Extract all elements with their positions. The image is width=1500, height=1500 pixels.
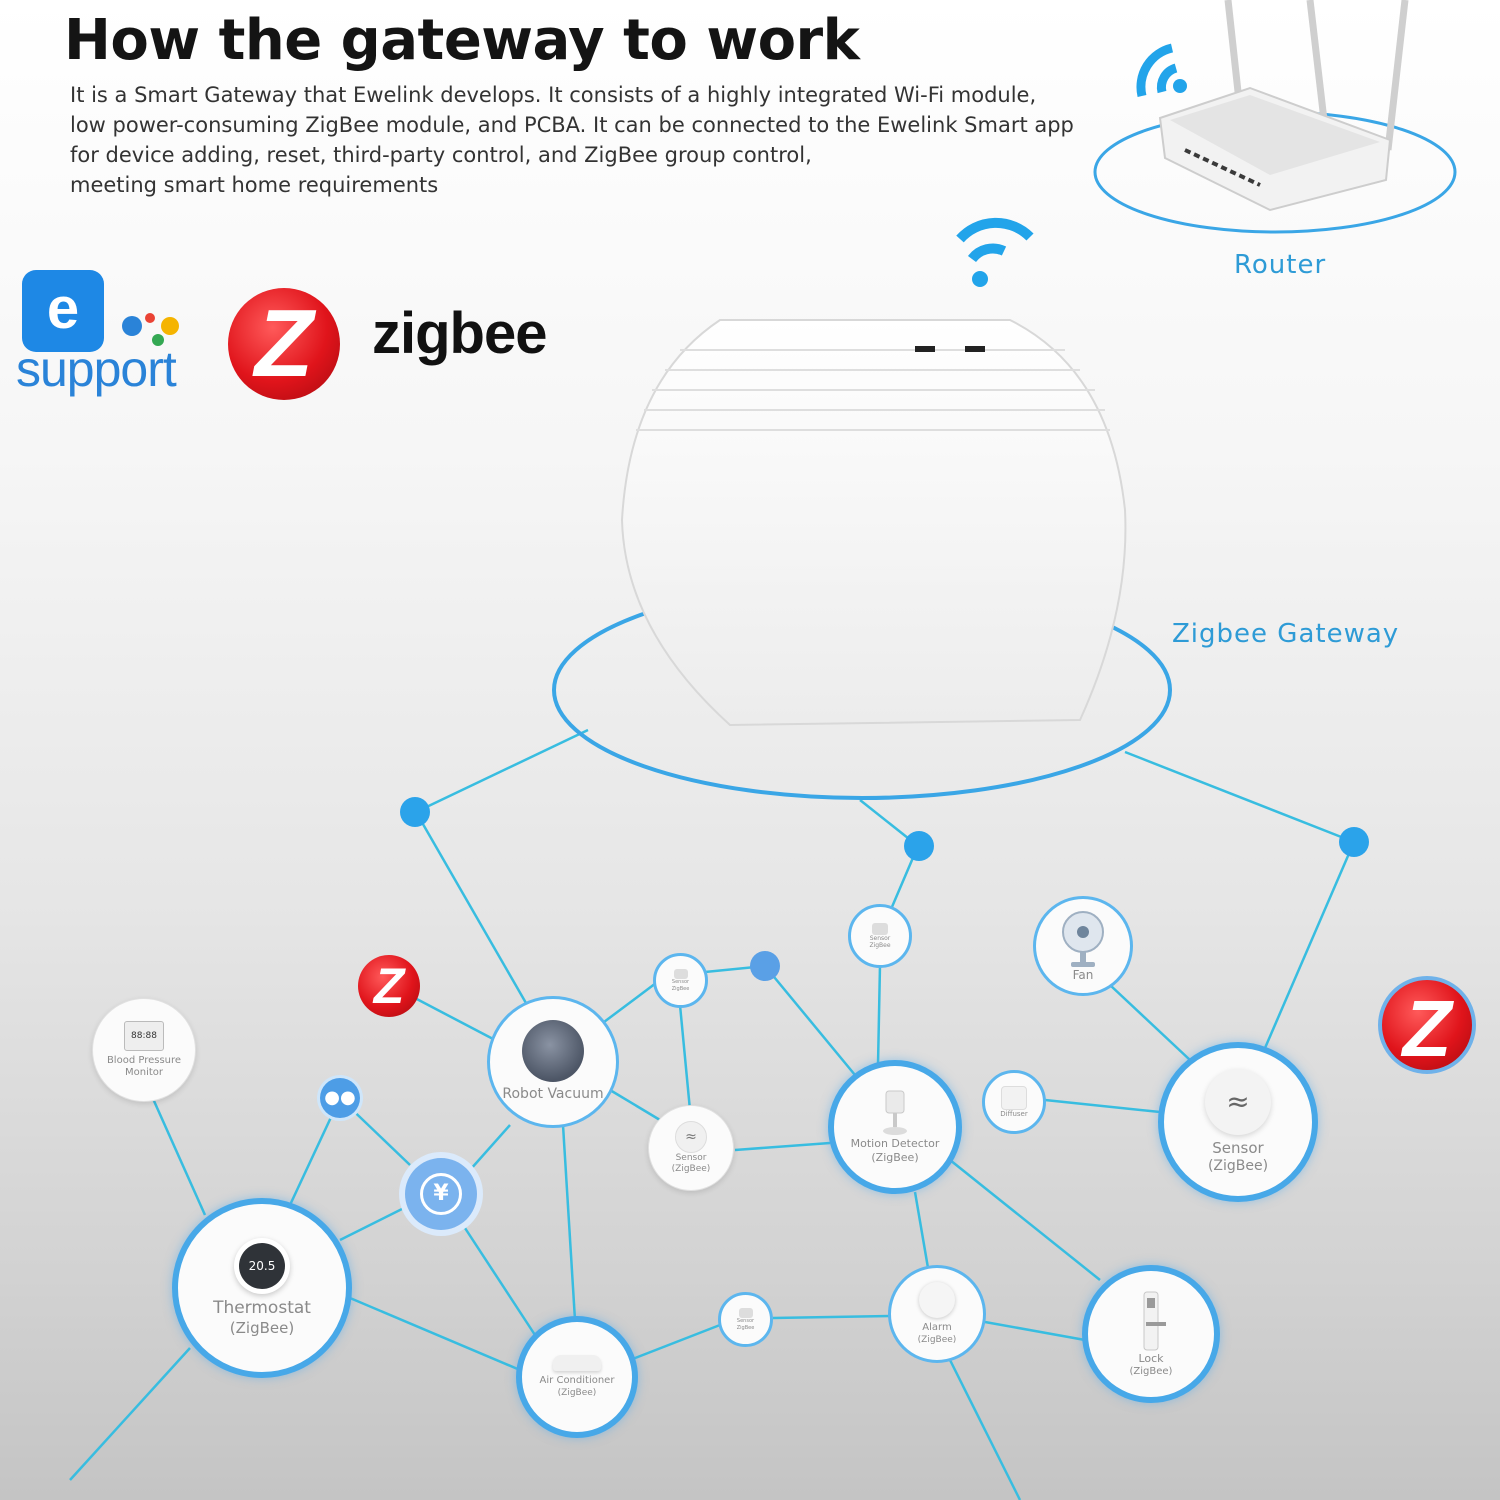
device-robot-vacuum[interactable]: Robot Vacuum (487, 996, 619, 1128)
yen-icon: ¥ (420, 1173, 462, 1215)
device-diffuser[interactable]: Diffuser (982, 1070, 1046, 1134)
users-icon: ●● (320, 1078, 360, 1118)
device-label: Diffuser (1000, 1109, 1028, 1118)
device-sensor-tiny[interactable]: Sensor ZigBee (653, 953, 708, 1008)
device-sensor[interactable]: ≈ Sensor (ZigBee) (648, 1105, 734, 1191)
network-node-dot (904, 831, 934, 861)
device-label: (ZigBee) (871, 1151, 919, 1164)
device-label: Lock (1138, 1351, 1164, 1365)
intro-line: It is a Smart Gateway that Ewelink devel… (70, 83, 1037, 107)
device-label: Fan (1072, 967, 1094, 982)
zigbee-logo-badge: Z (228, 288, 340, 400)
device-sensor-tiny[interactable]: Sensor ZigBee (848, 904, 912, 968)
page-title: How the gateway to work (64, 8, 860, 73)
support-logo-text: support (16, 341, 177, 397)
zigbee-logo-text: zigbee (372, 301, 547, 366)
device-fan[interactable]: Fan (1033, 896, 1133, 996)
network-node-dot (400, 797, 430, 827)
device-blood-pressure-monitor[interactable]: 88:88 Blood Pressure Monitor (92, 998, 196, 1102)
robot-vacuum-icon (522, 1020, 584, 1083)
device-label: Air Conditioner (539, 1375, 615, 1387)
device-label: Alarm (922, 1322, 952, 1334)
device-label: (ZigBee) (671, 1164, 711, 1174)
device-motion-detector[interactable]: Motion Detector (ZigBee) (828, 1060, 962, 1194)
thermostat-display: 20.5 (239, 1243, 285, 1289)
device-label: Sensor (1212, 1138, 1264, 1157)
intro-line: low power-consuming ZigBee module, and P… (70, 113, 1074, 137)
ewelink-logo-letter: e (46, 276, 80, 341)
router-label: Router (1234, 250, 1327, 280)
device-label: Robot Vacuum (502, 1086, 604, 1103)
ewelink-logo (22, 270, 104, 352)
device-label: (ZigBee) (557, 1387, 597, 1398)
monitor-screen: 88:88 (124, 1020, 164, 1051)
sensor-icon (673, 969, 688, 980)
network-node-dot (750, 951, 780, 981)
gateway-label: Zigbee Gateway (1172, 619, 1400, 649)
fan-icon (1062, 910, 1104, 967)
device-air-conditioner[interactable]: Air Conditioner (ZigBee) (516, 1316, 638, 1438)
device-label: Blood Pressure (106, 1054, 182, 1066)
intro-line: meeting smart home requirements (70, 173, 439, 197)
wifi-icon (1136, 43, 1187, 98)
intro-paragraph: It is a Smart Gateway that Ewelink devel… (70, 80, 1080, 200)
diffuser-icon (1001, 1085, 1027, 1110)
device-label: Sensor (675, 1152, 707, 1163)
lock-icon (1143, 1291, 1166, 1351)
device-label: Motion Detector (850, 1137, 940, 1151)
device-label: Sensor (869, 934, 891, 942)
device-label: Sensor (671, 979, 690, 986)
device-thermostat[interactable]: 20.5 Thermostat (ZigBee) (172, 1198, 352, 1378)
sensor-icon: ≈ (675, 1120, 707, 1153)
device-label: (ZigBee) (1129, 1365, 1173, 1377)
device-label: (ZigBee) (917, 1334, 957, 1345)
zigbee-badge: Z (358, 955, 420, 1017)
device-lock[interactable]: Lock (ZigBee) (1082, 1265, 1220, 1403)
network-node-dot (1339, 827, 1369, 857)
zigbee-badge: Z (1378, 976, 1476, 1074)
air-conditioner-icon (553, 1355, 601, 1372)
router-image (1158, 0, 1409, 212)
device-label: Sensor (736, 1318, 755, 1325)
device-label: ZigBee (671, 985, 690, 992)
sensor-icon (872, 922, 888, 935)
wifi-icon (956, 217, 1034, 287)
device-label: Monitor (124, 1067, 163, 1078)
device-label: (ZigBee) (229, 1319, 295, 1338)
device-alarm[interactable]: Alarm (ZigBee) (888, 1265, 986, 1363)
device-label: (ZigBee) (1207, 1157, 1269, 1174)
device-sensor[interactable]: ≈ Sensor (ZigBee) (1158, 1042, 1318, 1202)
gateway-device (620, 319, 1127, 727)
thermostat-icon: 20.5 (234, 1238, 290, 1294)
device-label: Thermostat (213, 1298, 311, 1318)
device-label: ZigBee (869, 942, 891, 949)
payment-node[interactable]: ¥ (405, 1158, 477, 1230)
assistant-dots-icon (122, 313, 179, 346)
sensor-icon (738, 1308, 753, 1319)
motion-detector-icon (883, 1090, 907, 1136)
sensor-icon: ≈ (1205, 1068, 1271, 1135)
device-label: ZigBee (736, 1324, 755, 1331)
alarm-icon (919, 1282, 955, 1319)
device-sensor-tiny[interactable]: Sensor ZigBee (718, 1292, 773, 1347)
intro-line: for device adding, reset, third-party co… (70, 143, 812, 167)
